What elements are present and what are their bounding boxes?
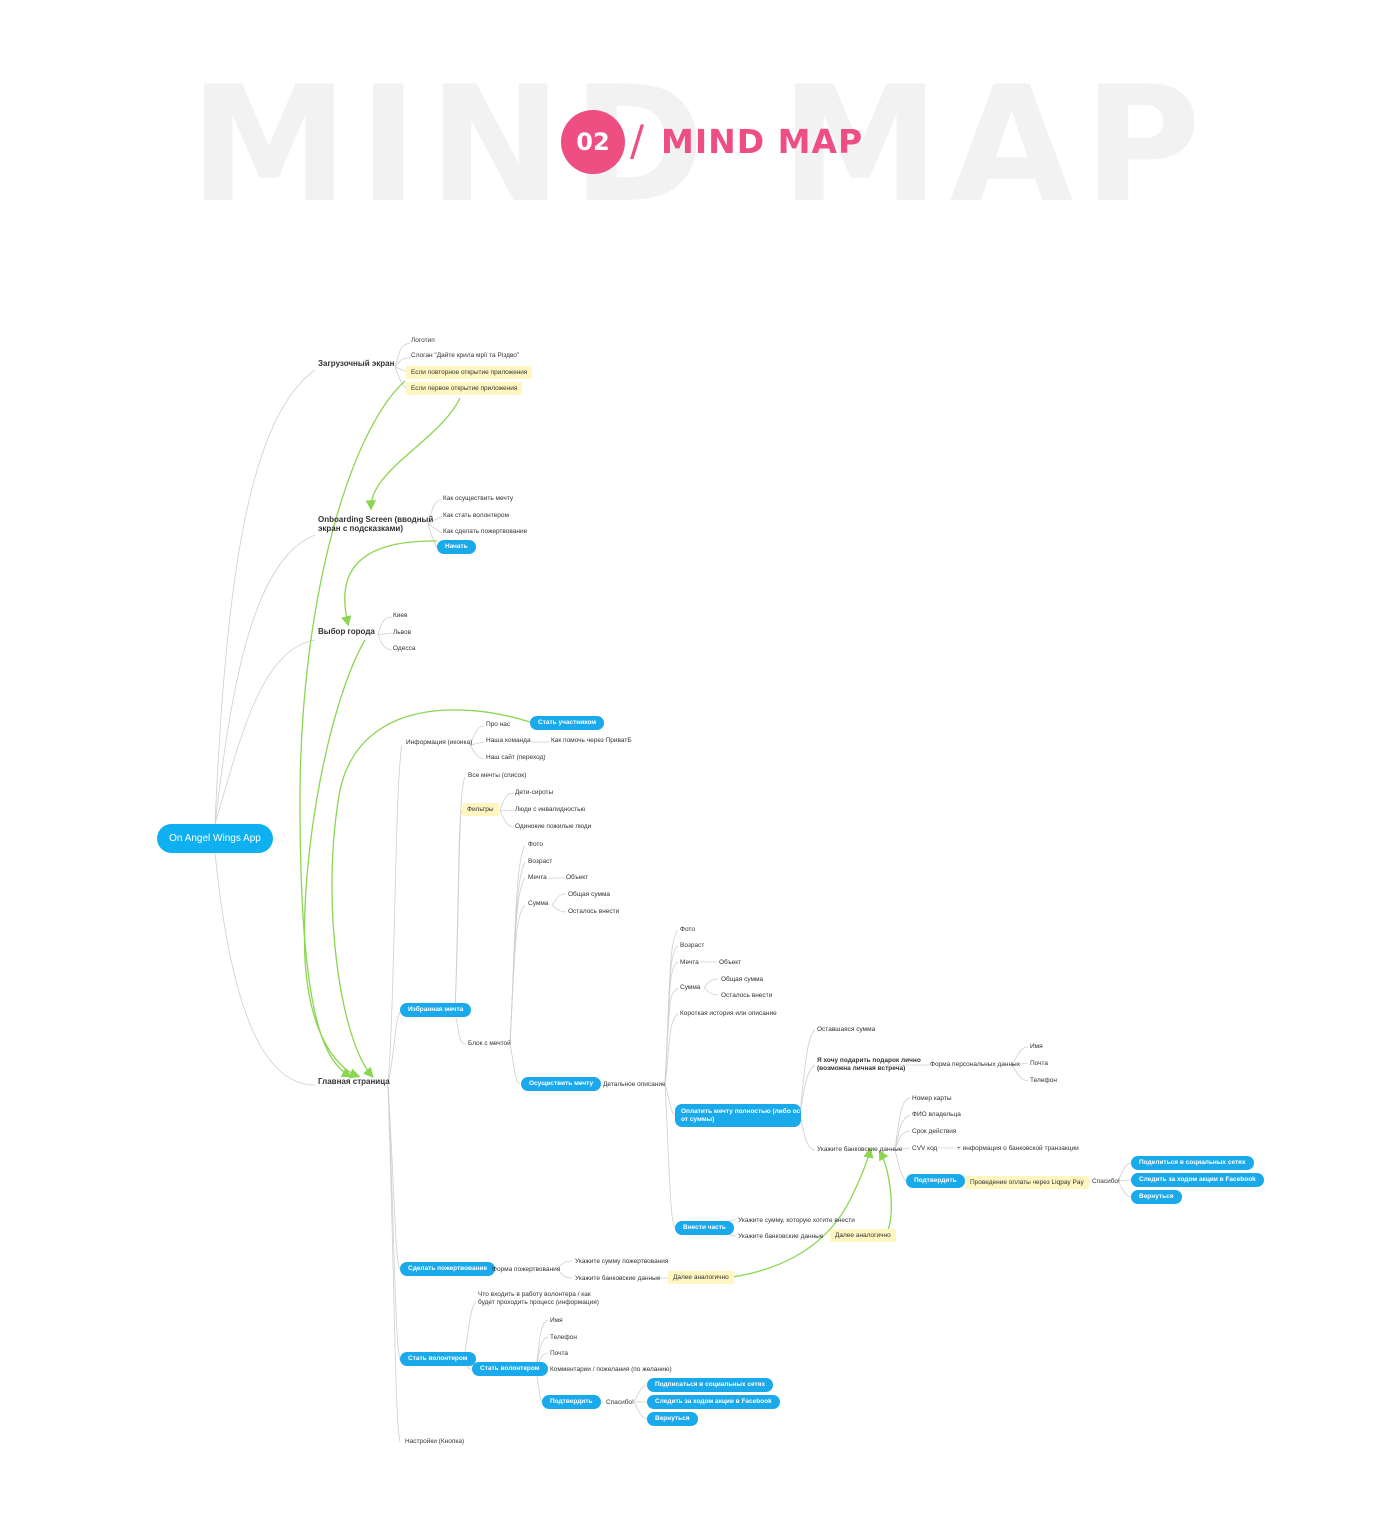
card-photo: Фото	[528, 841, 543, 848]
pay-full-label-2: от суммы)	[681, 1116, 715, 1123]
bank-cvv-note: + информация о банковской транзакции	[957, 1145, 1079, 1152]
root-node[interactable]: On Angel Wings App	[157, 824, 273, 853]
loading-slogan: Слоган "Дайте крила мрії та Різдво"	[411, 352, 520, 359]
info-node: Информация (иконка)	[406, 739, 473, 746]
onboarding-make-donation: Как сделать пожертвование	[443, 528, 528, 535]
remaining-sum: Оставшаяся сумма	[817, 1026, 876, 1033]
volunteer-name: Имя	[550, 1317, 563, 1324]
back-button[interactable]: Вернуться	[1131, 1190, 1182, 1204]
part-sum: Укажите сумму, которую хотите внести	[738, 1217, 855, 1224]
part-bank: Укажите банковские данные	[738, 1233, 824, 1240]
watermark-text: MIND MAP	[189, 51, 1211, 238]
form-mail: Почта	[1030, 1060, 1049, 1067]
become-volunteer-button[interactable]: Стать волонтером	[472, 1362, 548, 1376]
bank-card-number: Номер карты	[912, 1095, 952, 1102]
section-onboarding-line1: Onboarding Screen (вводный	[318, 515, 434, 524]
card-age: Возраст	[528, 858, 553, 865]
card-object: Объект	[566, 874, 589, 881]
thanks-text: Спасибо!	[1092, 1178, 1120, 1185]
page-title: MIND MAP	[661, 122, 864, 161]
gift-personally-2: (возможна личная встреча)	[817, 1065, 906, 1072]
dreams-filters: Фильтры	[462, 803, 499, 816]
dreams-all-list: Все мечты (список)	[468, 772, 527, 779]
fulfill-dream-button[interactable]: Осуществить мечту	[521, 1077, 602, 1091]
volunteer-share-button[interactable]: Подписаться в социальных сетях	[647, 1378, 774, 1392]
info-about: Про нас	[486, 721, 511, 728]
detail-story: Короткая история или описание	[680, 1010, 777, 1017]
title-slash: /	[630, 116, 645, 165]
info-site: Наш сайт (переход)	[486, 754, 546, 761]
detail-total: Общая сумма	[721, 976, 764, 983]
form-phone: Телефон	[1030, 1077, 1057, 1084]
donation-sum: Укажите сумму пожертвования	[575, 1258, 669, 1265]
share-social-button[interactable]: Поделиться в социальных сетях	[1131, 1156, 1254, 1170]
liqpay-payment: Проведение оплаты через Liqpay Pay	[965, 1176, 1089, 1189]
section-number-badge: 02	[561, 110, 625, 174]
loading-repeat-open: Если повторное открытие приложения	[406, 366, 533, 379]
volunteer-phone: Телефон	[550, 1334, 577, 1341]
detail-object: Объект	[719, 959, 742, 966]
detail-age: Возраст	[680, 942, 705, 949]
onboarding-become-volunteer: Как стать волонтером	[443, 512, 509, 519]
section-city-select: Выбор города	[318, 627, 375, 636]
detail-sum: Сумма	[680, 984, 701, 991]
volunteer-confirm-button[interactable]: Подтвердить	[542, 1395, 601, 1409]
filter-item: Дети-сироты	[515, 789, 554, 796]
volunteer-info-1: Что входить в работу волонтера / как	[478, 1291, 591, 1298]
bank-cvv: CVV код	[912, 1145, 938, 1152]
city-item: Киев	[393, 612, 408, 619]
settings-node: Настройки (Кнопка)	[405, 1438, 465, 1445]
pay-full-label-1: Оплатить мечту полностью (либо остаток	[681, 1108, 818, 1115]
card-total: Общая сумма	[568, 891, 611, 898]
card-sum: Сумма	[528, 900, 549, 907]
section-onboarding-line2: экран с подсказками)	[318, 524, 403, 533]
detail-dream: Мечта	[680, 959, 699, 966]
card-left: Осталось внести	[568, 908, 620, 915]
join-button[interactable]: Стать участником	[530, 716, 605, 730]
bank-owner: ФИО владельца	[912, 1111, 961, 1118]
further-similar: Далее аналогично	[830, 1229, 896, 1242]
volunteer-thanks: Спасибо!	[606, 1399, 634, 1406]
city-item: Одесса	[393, 645, 416, 652]
section-main-page: Главная страница	[318, 1077, 390, 1086]
volunteer-node[interactable]: Стать волонтером	[400, 1352, 476, 1366]
volunteer-facebook-button[interactable]: Следить за ходом акции в Facebook	[647, 1395, 780, 1409]
follow-facebook-button[interactable]: Следить за ходом акции в Facebook	[1131, 1173, 1264, 1187]
detail-description: Детальное описание	[603, 1081, 666, 1088]
confirm-payment-button[interactable]: Подтвердить	[906, 1174, 965, 1188]
onboarding-start-button[interactable]: Начать	[437, 540, 476, 554]
info-team: Наша команда	[486, 737, 531, 744]
city-item: Львов	[393, 629, 412, 636]
donation-form: Форма пожертвования	[492, 1266, 561, 1273]
gift-personally-1: Я хочу подарить подарок лично	[817, 1057, 921, 1064]
dreams-block: Блок с мечтой	[468, 1040, 511, 1047]
onboarding-fulfill-dream: Как осуществить мечту	[443, 495, 514, 502]
section-loading-screen: Загрузочный экран	[318, 359, 395, 368]
pay-part-button[interactable]: Внести часть	[675, 1221, 734, 1235]
volunteer-comment: Комментарии / пожелания (по желанию)	[550, 1366, 672, 1373]
personal-data-form: Форма персональных данных	[930, 1061, 1020, 1068]
donation-bank: Укажите банковские данные	[575, 1275, 661, 1282]
loading-logo: Логотип	[411, 337, 435, 344]
bank-data: Укажите банковские данные	[817, 1146, 903, 1153]
card-dream: Мечта	[528, 874, 547, 881]
dreams-node[interactable]: Избранная мечта	[400, 1003, 472, 1017]
info-team-note: Как помочь через ПриватБ	[551, 737, 632, 744]
detail-photo: Фото	[680, 926, 695, 933]
volunteer-mail: Почта	[550, 1350, 569, 1357]
volunteer-info-2: будет проходить процесс (информация)	[478, 1299, 599, 1306]
detail-left: Осталось внести	[721, 992, 773, 999]
loading-first-open: Если первое открытие приложения	[406, 382, 523, 395]
volunteer-back-button[interactable]: Вернуться	[647, 1412, 698, 1426]
filter-item: Люди с инвалидностью	[515, 806, 586, 813]
form-name: Имя	[1030, 1043, 1043, 1050]
donation-further: Далее аналогично	[668, 1271, 734, 1284]
donation-button[interactable]: Сделать пожертвование	[400, 1262, 496, 1276]
bank-expiry: Срок действия	[912, 1128, 957, 1135]
filter-item: Одинокие пожилые люди	[515, 823, 592, 830]
pay-full-button[interactable]: Оплатить мечту полностью (либо остаток о…	[675, 1104, 817, 1127]
